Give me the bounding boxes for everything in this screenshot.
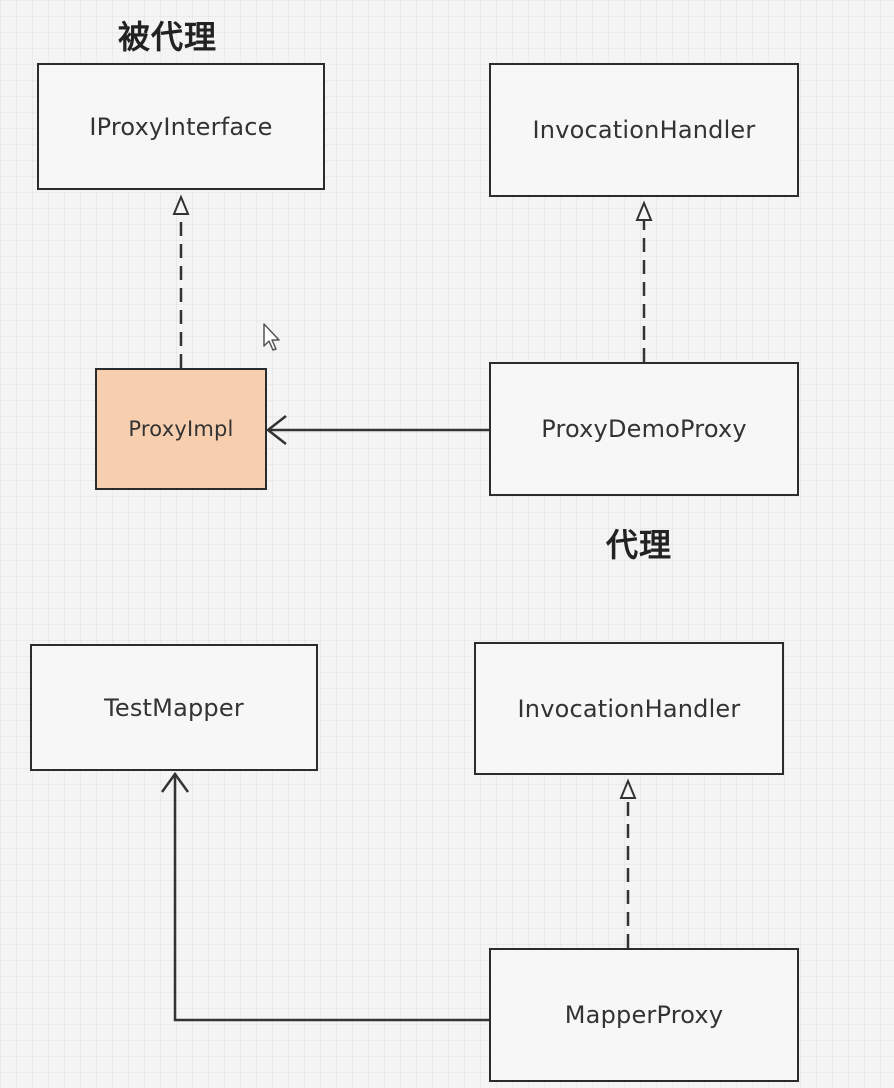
implements-arrowhead [160, 771, 190, 793]
class-label: ProxyImpl [128, 417, 234, 441]
class-label: TestMapper [104, 693, 244, 722]
implements-line-mapperproxy-testmapper [173, 774, 489, 1022]
class-label: IProxyInterface [89, 112, 273, 141]
class-box-proxydemoproxy[interactable]: ProxyDemoProxy [489, 362, 799, 496]
mouse-pointer-icon [263, 323, 280, 351]
caption-proxied: 被代理 [118, 18, 218, 56]
class-label: InvocationHandler [532, 116, 756, 144]
class-box-iproxyinterface[interactable]: IProxyInterface [37, 63, 325, 190]
realization-arrowhead [619, 778, 637, 799]
class-box-invocationhandler-top[interactable]: InvocationHandler [489, 63, 799, 197]
association-arrowhead [265, 415, 287, 445]
class-label: InvocationHandler [517, 694, 741, 723]
class-label: ProxyDemoProxy [541, 415, 747, 443]
class-label: MapperProxy [564, 1001, 724, 1029]
realization-arrowhead [172, 194, 190, 215]
class-box-mapperproxy[interactable]: MapperProxy [489, 948, 799, 1082]
class-box-invocationhandler-bottom[interactable]: InvocationHandler [474, 642, 784, 775]
class-box-proxyimpl[interactable]: ProxyImpl [95, 368, 267, 490]
class-box-testmapper[interactable]: TestMapper [30, 644, 318, 771]
caption-proxy: 代理 [606, 526, 673, 564]
realization-arrowhead [635, 200, 653, 221]
